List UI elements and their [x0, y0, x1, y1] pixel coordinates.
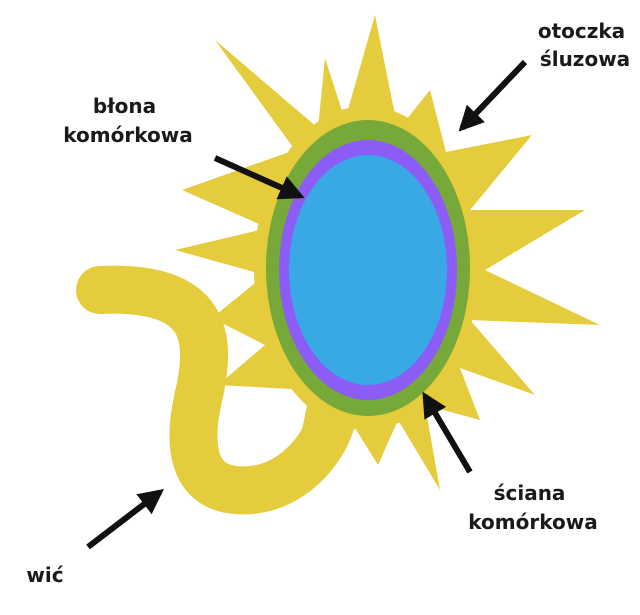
label-cell-membrane: błona komórkowa	[63, 94, 192, 147]
arrow-flagellum	[86, 488, 165, 550]
flagellum	[76, 265, 354, 515]
label-mucus-capsule: otoczka śluzowa	[538, 19, 632, 71]
label-flagellum: wić	[26, 563, 63, 587]
arrow-mucus-capsule	[458, 59, 528, 132]
arrow-cell-membrane	[213, 155, 305, 200]
arrow-cell-wall	[422, 391, 473, 474]
cytoplasm	[289, 155, 447, 385]
label-cell-wall: ściana komórkowa	[468, 481, 597, 534]
